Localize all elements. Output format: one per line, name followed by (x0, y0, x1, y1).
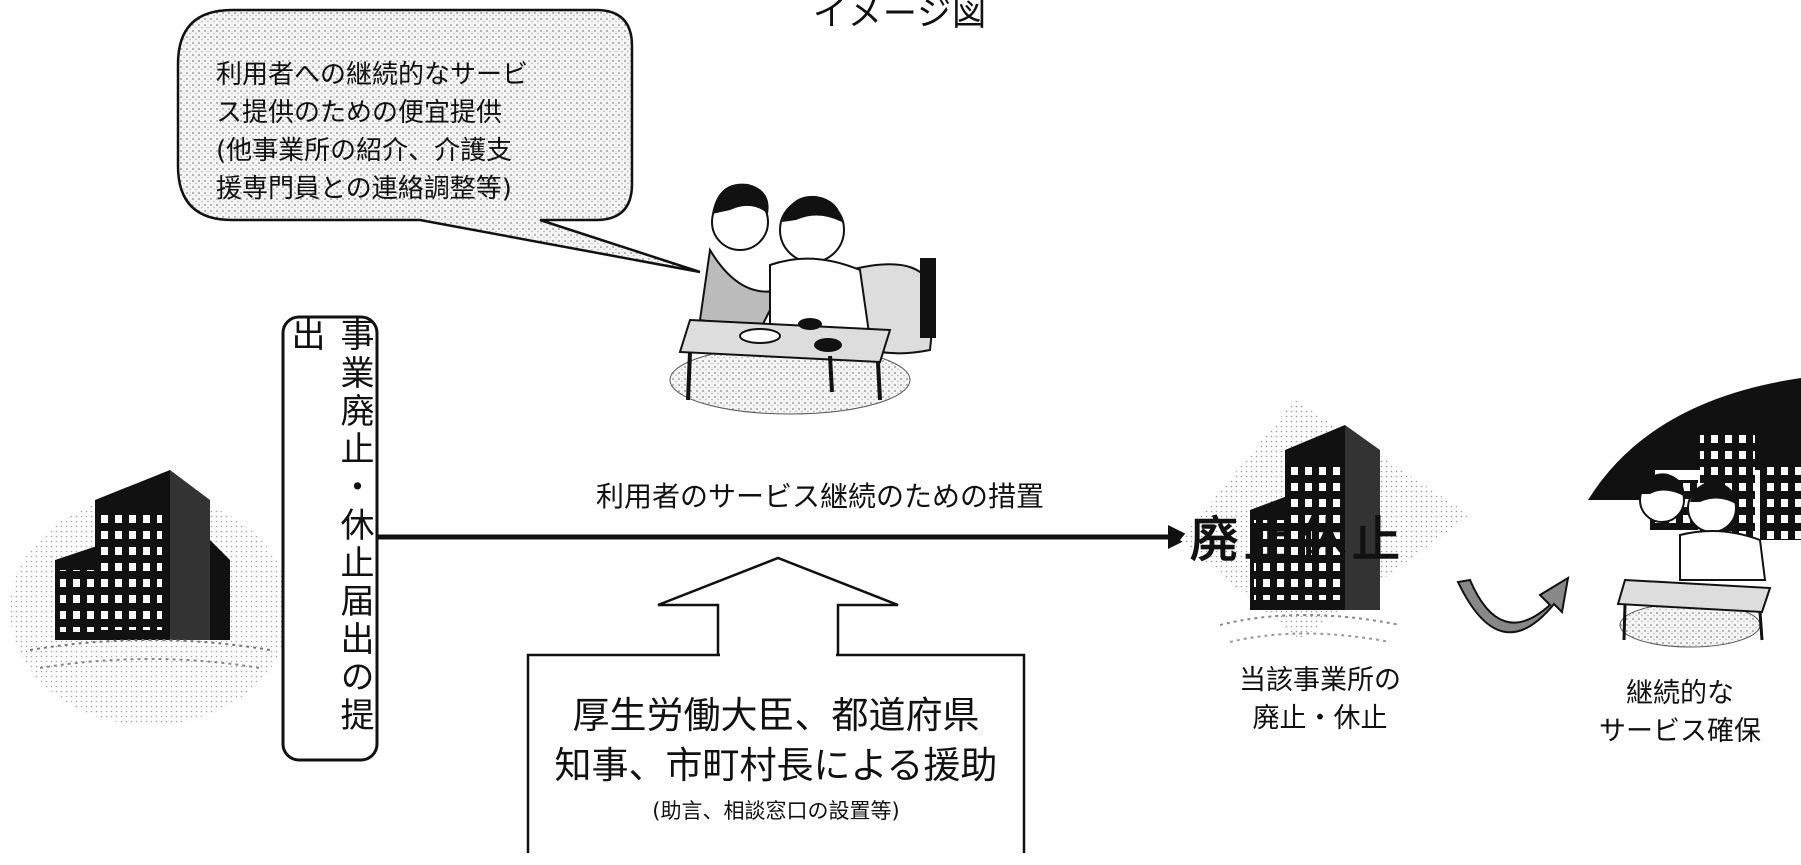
office-building-illustration (10, 470, 290, 725)
diagram-title: イメージ図 (812, 0, 988, 34)
speech-bubble (176, 8, 701, 274)
aid-line: 知事、市町村長による援助 (554, 744, 998, 787)
caption-line: 当該事業所の (1239, 665, 1401, 696)
family-dining-illustration (669, 183, 937, 415)
arrow-label: 利用者のサービス継続のための措置 (595, 480, 1044, 513)
caption-line: 廃止・休止 (1252, 703, 1388, 734)
bubble-line: ス提供のための便宜提供 (216, 98, 503, 128)
notification-label: 事業廃止・休止届出の提出 (285, 317, 374, 735)
transition-arrow (1456, 575, 1570, 634)
bubble-line: 援専門員との連絡調整等) (216, 174, 512, 204)
caption-continued: 継続的な サービス確保 (1560, 675, 1800, 751)
aid-main-text: 厚生労働大臣、都道府県 知事、市町村長による援助 (528, 691, 1024, 791)
aid-box: 厚生労働大臣、都道府県 知事、市町村長による援助 (助言、相談窓口の設置等) (528, 655, 1024, 865)
bubble-line: 利用者への継続的なサービ (216, 60, 529, 90)
bubble-text: 利用者への継続的なサービ ス提供のための便宜提供 (他事業所の紹介、介護支 援専… (216, 56, 616, 208)
caption-closed: 当該事業所の 廃止・休止 (1210, 662, 1430, 738)
continued-service-illustration (1588, 378, 1801, 648)
aid-note: (助言、相談窓口の設置等) (652, 799, 900, 823)
main-arrow (377, 525, 1192, 549)
caption-line: サービス確保 (1599, 716, 1761, 747)
aid-line: 厚生労働大臣、都道府県 (572, 694, 980, 737)
caption-line: 継続的な (1626, 678, 1734, 709)
bubble-line: (他事業所の紹介、介護支 (216, 136, 513, 166)
support-up-arrow (657, 556, 899, 657)
closure-overlay-text: 廃止休止 (1190, 512, 1407, 568)
closed-office-illustration (1180, 400, 1470, 643)
